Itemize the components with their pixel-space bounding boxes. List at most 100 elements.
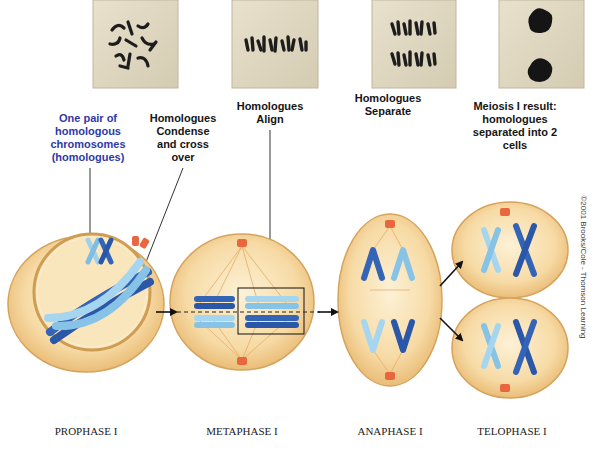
micrograph-photo [428, 55, 430, 65]
prophase-cell [37, 237, 147, 347]
anaphase-cell [385, 372, 395, 380]
micrograph-photo [434, 23, 435, 33]
micrograph-photo [126, 40, 136, 46]
micrograph-photo [142, 38, 154, 44]
anaphase-cell [370, 290, 410, 291]
stage-label: METAPHASE I [187, 425, 297, 438]
prophase-cell [101, 240, 111, 262]
telophase-cell [500, 208, 510, 216]
stage-arrow [156, 262, 462, 340]
prophase-cell [88, 240, 98, 262]
anaphase-cell [394, 322, 412, 350]
micrograph-photo [112, 25, 124, 30]
micrograph-photo [304, 42, 307, 50]
callout-label: Homologues Condense and cross over [147, 112, 219, 164]
micrograph-photo [246, 40, 248, 50]
metaphase-cell [237, 357, 247, 365]
micrograph-photo [110, 22, 156, 68]
micrograph-photo [110, 38, 120, 44]
micrograph-photo [282, 41, 284, 50]
micrograph-photo [392, 24, 395, 34]
micrograph-photo [262, 37, 265, 51]
metaphase-cell [170, 234, 314, 370]
anaphase-cell [373, 226, 390, 250]
micrograph-photo [300, 39, 302, 50]
micrograph-photo [288, 37, 289, 50]
metaphase-cell [242, 246, 258, 303]
plate-line [170, 312, 320, 313]
micrograph-photo [398, 53, 399, 65]
micrograph-photo [128, 54, 130, 66]
micrograph-photo [138, 58, 148, 66]
telophase-cell [484, 326, 498, 366]
telophase-cell [516, 322, 534, 372]
prophase-cell [101, 240, 111, 262]
metaphase-cell [248, 303, 296, 309]
metaphase-cell [197, 299, 296, 325]
micrograph-photo [93, 0, 178, 88]
anaphase-cell [385, 220, 395, 228]
stage-arrow [440, 262, 462, 286]
micrograph-photo [499, 0, 584, 88]
micrograph-photo [421, 53, 422, 65]
micrograph-photo [428, 24, 430, 34]
stage-label: TELOPHASE I [457, 425, 567, 438]
leader-line [90, 168, 91, 236]
metaphase-cell [197, 315, 232, 321]
micrograph-photo [404, 24, 406, 34]
callout-label: Homologues Separate [348, 92, 428, 118]
stage-arrow [440, 318, 462, 340]
micrograph-photo [404, 55, 406, 65]
micrograph-photo [258, 41, 261, 50]
telophase-cell [484, 326, 498, 366]
prophase-cell [34, 234, 150, 350]
metaphase-cell [200, 246, 242, 303]
micrograph-photo [528, 8, 552, 33]
telophase-cell [516, 322, 534, 372]
telophase-cell [484, 230, 498, 270]
telophase-cell [484, 230, 498, 270]
micrograph-photo [246, 37, 306, 51]
anaphase-cell [364, 250, 412, 350]
micrograph-photo [398, 22, 399, 34]
micrograph-photo [252, 38, 253, 50]
prophase-cell [88, 240, 98, 262]
metaphase-cell [197, 303, 232, 309]
micrograph-photo [270, 40, 272, 50]
anaphase-cell [390, 350, 403, 374]
copyright-note: ©2001 Brooks/Cole - Thomson Learning [578, 182, 588, 352]
anaphase-cell [394, 250, 412, 278]
metaphase-cell [242, 246, 286, 303]
stage-arrow [156, 311, 176, 313]
micrograph-photo [372, 0, 456, 88]
micrograph-photo [416, 54, 418, 65]
micrograph-photo [275, 38, 276, 51]
anaphase-cell [390, 226, 403, 250]
metaphase-cell [197, 322, 232, 328]
micrograph-photo [408, 21, 411, 34]
prophase-cell [139, 237, 150, 249]
prophase-cell [56, 270, 146, 326]
telophase-cell [452, 202, 568, 398]
micrograph-photo [292, 40, 294, 50]
micrograph-photo [392, 21, 435, 65]
metaphase-cell [238, 288, 304, 334]
micrograph-photo [93, 0, 178, 88]
leader-line [146, 168, 183, 262]
anaphase-cell [364, 322, 382, 350]
metaphase-cell [248, 315, 296, 321]
metaphase-cell [248, 296, 296, 302]
metaphase-cell [237, 239, 247, 247]
telophase-cell [516, 226, 534, 274]
telophase-cell [500, 384, 510, 392]
micrograph-photo [421, 22, 422, 34]
anaphase-cell [338, 214, 442, 386]
micrograph-photo [499, 0, 584, 88]
anaphase-cell [373, 350, 390, 374]
anaphase-cell [364, 250, 382, 278]
callout-label: Homologues Align [230, 100, 310, 126]
micrograph-photo [128, 22, 132, 34]
micrograph-photo [372, 0, 456, 88]
prophase-cell [8, 234, 164, 372]
